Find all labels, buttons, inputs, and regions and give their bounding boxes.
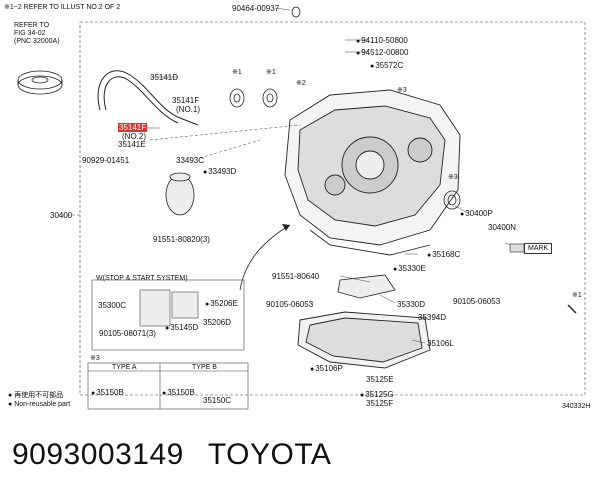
part-35206d[interactable]: 35206D [203,318,232,327]
mark-connector-icon [509,243,525,253]
part-33493c[interactable]: 33493C [176,156,205,165]
part-35141d[interactable]: 35141D [150,73,179,82]
part-90464[interactable]: 90464-00937 [232,4,280,13]
refer-line-1: REFER TO [14,22,50,29]
footer-brand: TOYOTA [207,438,332,471]
part-35141f-2[interactable]: 35141F [118,123,148,132]
part-35300c[interactable]: 35300C [98,301,127,310]
part-35106p[interactable]: 35106P [310,364,343,374]
valve-body-icon [337,274,396,299]
ref-mark-3b: ※3 [448,174,458,181]
part-35141f-1-note: (NO.1) [176,105,200,114]
part-35125f[interactable]: 35125F [366,399,394,408]
header-note: ※1~2 REFER TO ILLUST NO.2 OF 2 [4,4,121,11]
part-35106l[interactable]: 35106L [427,339,454,348]
oil-hose-icon [97,70,199,126]
types-mark: ※3 [90,355,100,362]
stop-start-box [91,279,245,351]
type-a-header: TYPE A [112,364,137,371]
part-94110[interactable]: 94110-50800 [356,36,408,46]
part-30400n[interactable]: 30400N [488,223,517,232]
legend-dot-icon: ● [8,401,13,408]
part-35125e[interactable]: 35125E [366,375,394,384]
part-35394d[interactable]: 35394D [418,313,447,322]
ref-mark-1a: ※1 [232,69,242,76]
part-35330e[interactable]: 35330E [393,264,426,274]
oil-seal-icons [229,6,461,210]
part-90105-c[interactable]: 90105-08071(3) [99,329,156,338]
part-35145d[interactable]: 35145D [165,323,198,333]
footer-part-number: 9093003149 [12,438,184,471]
part-35168c[interactable]: 35168C [427,250,460,260]
ref-mark-3a: ※3 [397,87,407,94]
ref-mark-1c: ※1 [572,292,582,299]
part-91551-b[interactable]: 91551-80640 [272,272,320,281]
refer-line-2: FIG 34-02 [14,30,46,37]
part-90929[interactable]: 90929-01451 [82,156,130,165]
part-35330d[interactable]: 35330D [397,300,426,309]
stop-start-title: W(STOP & START SYSTEM) [96,275,188,282]
part-94512[interactable]: 94512-00800 [356,48,408,58]
part-35125g[interactable]: 35125G [360,390,393,400]
part-30400p[interactable]: 30400P [460,209,493,219]
oil-pan-icon [297,311,431,369]
type-b-part-2[interactable]: 35150C [203,396,232,405]
refer-line-3: (PNC 32000A) [14,38,60,45]
type-b-part[interactable]: 35150B [162,388,195,398]
type-a-part[interactable]: 35150B [91,388,124,398]
footer: 9093003149 TOYOTA [12,438,355,472]
legend-reuse: ● 再使用不可部品 [8,392,63,400]
legend-reuse-text: 再使用不可部品 [14,392,64,399]
part-90105-b[interactable]: 90105-06053 [453,297,501,306]
ref-mark-1b: ※1 [266,69,276,76]
torque-converter-icon [17,70,63,95]
oil-cooler-icon [165,172,195,216]
part-35572c[interactable]: 35572C [370,61,403,71]
diagram-id: 340332H [562,403,591,410]
part-33493d[interactable]: 33493D [203,167,236,177]
legend-nonreuse: ● Non-reusable part [8,401,70,409]
mark-tag: MARK [524,243,553,254]
transmission-housing-icon [284,89,461,256]
part-35141f-2-note: (NO.2) [122,132,146,141]
legend-nonreuse-text: Non-reusable part [14,401,71,408]
bolt-icon [567,304,577,314]
part-30400[interactable]: 30400 [50,211,73,220]
legend-dot-icon: ● [8,392,13,399]
frame-dashed [58,21,586,396]
types-box [87,362,249,410]
part-91551-a[interactable]: 91551-80820(3) [153,235,210,244]
part-90105-a[interactable]: 90105-06053 [266,300,314,309]
ref-mark-2: ※2 [296,80,306,87]
part-35141e[interactable]: 35141E [118,140,146,149]
type-b-header: TYPE B [192,364,217,371]
part-35206e[interactable]: 35206E [205,299,238,309]
assembly-arrow-icon [239,224,291,291]
part-35141f-1[interactable]: 35141F [172,96,200,105]
